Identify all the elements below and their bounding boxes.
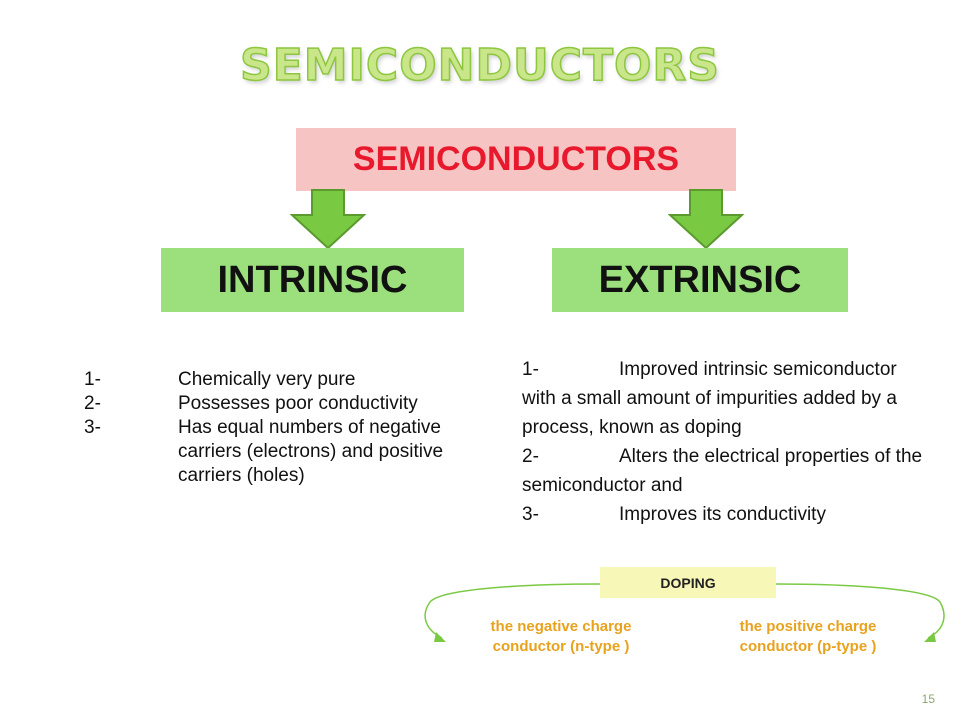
list-item-text: Has equal numbers of negative carriers (… [178, 417, 444, 486]
extrinsic-box: EXTRINSIC [552, 248, 848, 312]
doping-box: DOPING [600, 567, 776, 598]
intrinsic-box-label: INTRINSIC [217, 258, 408, 301]
doping-branch-curves [424, 583, 945, 642]
intrinsic-box: INTRINSIC [161, 248, 464, 312]
list-item-number: 2- [84, 393, 101, 414]
left-curve-arrow-icon [424, 583, 601, 639]
down-arrow-icon [290, 189, 366, 249]
list-item: 3- Improves its conductivity [522, 500, 932, 529]
list-item-text: Alters the electrical properties of the … [522, 446, 923, 496]
right-curve-arrow-icon [775, 583, 945, 639]
list-item-text: Chemically very pure [178, 369, 356, 390]
semiconductors-box-label: SEMICONDUCTORS [352, 140, 680, 178]
list-item-text: Possesses poor conductivity [178, 393, 418, 414]
list-item: 2- Possesses poor conductivity [84, 392, 484, 416]
list-item: 3- Has equal numbers of negative carrier… [84, 416, 484, 488]
page-number: 15 [921, 692, 935, 706]
list-item: 1-Improved intrinsic semiconductor with … [522, 355, 932, 442]
p-type-label: the positive charge conductor (p-type ) [739, 618, 877, 655]
list-item-text: Improved intrinsic semiconductor with a … [522, 359, 897, 438]
list-item: 2-Alters the electrical properties of th… [522, 442, 932, 500]
down-arrow-icon [668, 189, 744, 249]
list-item-number: 1- [84, 369, 101, 390]
list-item-number: 1- [522, 359, 539, 380]
doping-box-label: DOPING [660, 574, 716, 591]
right-arrowhead-icon [924, 632, 936, 642]
slide-title: SEMICONDUCTORS [239, 39, 720, 92]
list-item-text: Improves its conductivity [619, 504, 826, 525]
extrinsic-list: 1-Improved intrinsic semiconductor with … [522, 355, 932, 529]
n-type-label: the negative charge conductor (n-type ) [490, 618, 632, 655]
list-item: 1- Chemically very pure [84, 368, 484, 392]
list-item-number: 3- [84, 417, 101, 438]
semiconductors-box: SEMICONDUCTORS [296, 128, 736, 191]
list-item-number: 3- [522, 504, 539, 525]
extrinsic-box-label: EXTRINSIC [598, 258, 802, 301]
list-item-number: 2- [522, 446, 539, 467]
intrinsic-list: 1- Chemically very pure 2- Possesses poo… [84, 368, 484, 488]
left-arrowhead-icon [434, 632, 446, 642]
